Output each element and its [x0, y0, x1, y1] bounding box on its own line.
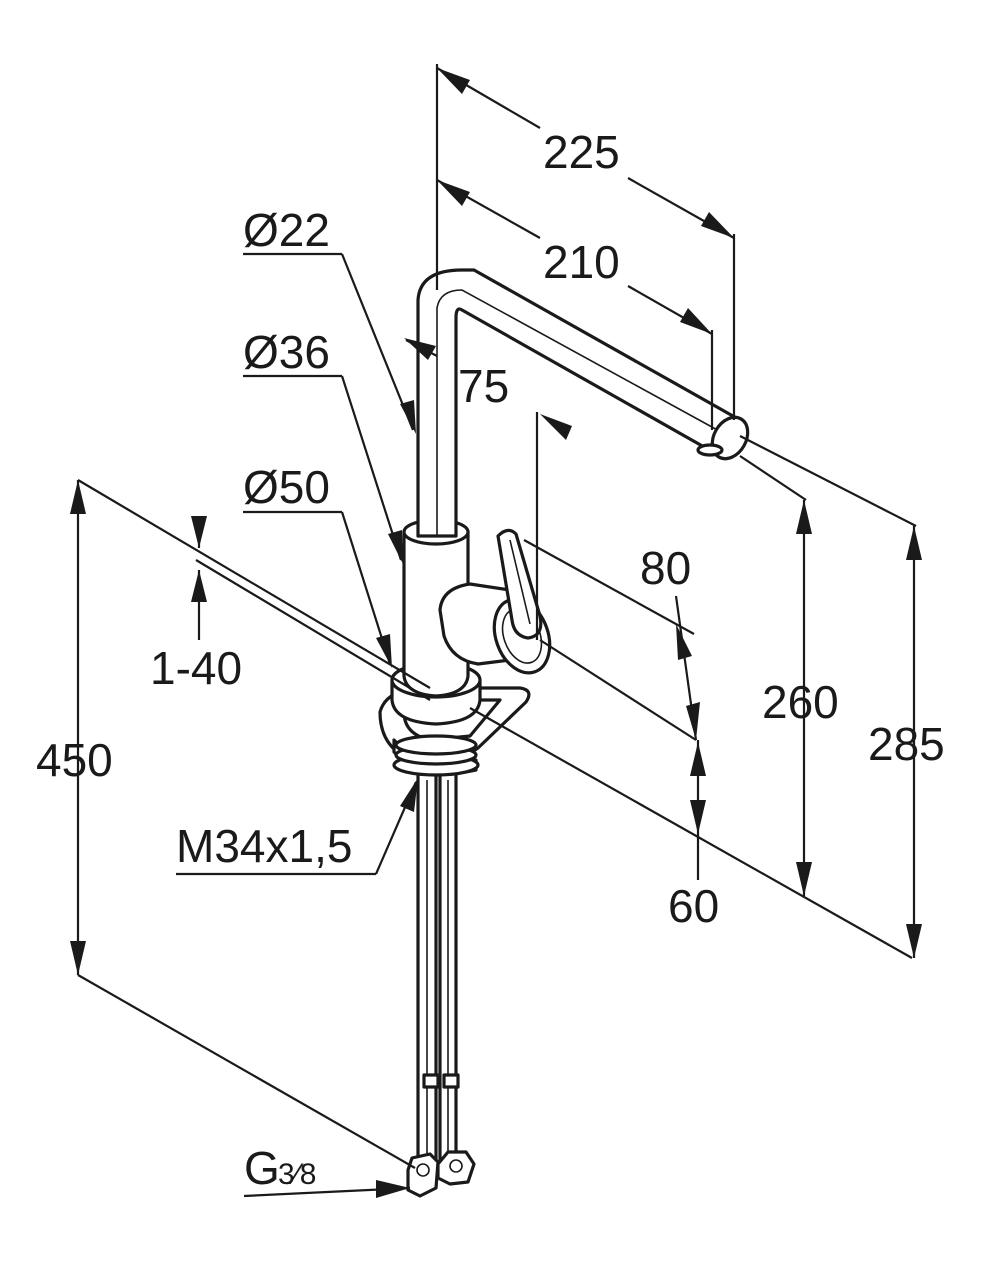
- leader-d50: [243, 510, 392, 668]
- dim-80: [523, 539, 700, 741]
- label-60: 60: [668, 880, 719, 932]
- dim-60: [690, 740, 706, 880]
- lever-handle: [496, 528, 543, 640]
- label-1-40: 1-40: [150, 642, 242, 694]
- label-210: 210: [543, 236, 620, 288]
- dim-210: [436, 179, 714, 430]
- countertop-lines: [77, 435, 917, 959]
- label-80: 80: [640, 542, 691, 594]
- dim-260: [796, 500, 812, 896]
- leader-g38: [243, 1180, 411, 1198]
- label-260: 260: [762, 676, 839, 728]
- dim-225: [435, 64, 736, 420]
- label-d50: Ø50: [243, 461, 330, 513]
- label-m34: M34x1,5: [176, 820, 352, 872]
- hose-connectors: [406, 1150, 476, 1198]
- dimension-labels: 225 210 Ø22 Ø36 75 Ø50 80 1-40 260 285 4…: [36, 126, 945, 1194]
- label-450: 450: [36, 734, 113, 786]
- label-285: 285: [868, 718, 945, 770]
- label-d22: Ø22: [243, 204, 330, 256]
- label-g: G: [244, 1142, 280, 1194]
- supply-hoses: [416, 768, 460, 1167]
- dim-1-40: [191, 516, 207, 640]
- label-d36: Ø36: [243, 326, 330, 378]
- dimension-lines: [70, 64, 922, 1198]
- faucet-drawing: [378, 268, 750, 1198]
- label-225: 225: [543, 126, 620, 178]
- leader-m34: [176, 778, 418, 876]
- label-g-fraction: 3⁄8: [278, 1158, 316, 1191]
- dim-285: [906, 526, 922, 958]
- dim-450: [70, 480, 416, 1169]
- leader-d36: [243, 374, 403, 564]
- dim-75: [404, 338, 572, 640]
- spout: [416, 268, 750, 538]
- leader-d22: [243, 252, 416, 434]
- label-75: 75: [458, 360, 509, 412]
